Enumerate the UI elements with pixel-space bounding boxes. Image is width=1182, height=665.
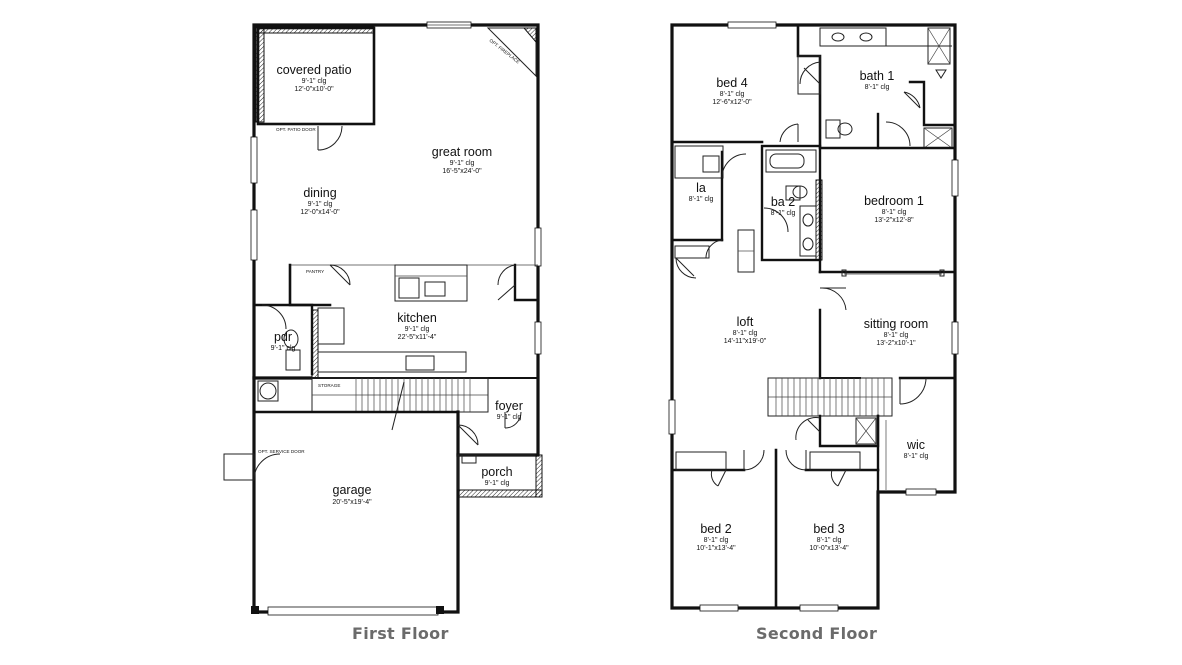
svg-text:porch: porch (481, 465, 512, 479)
svg-text:8'-1" clg: 8'-1" clg (720, 91, 745, 98)
svg-text:12'-6"x12'-0": 12'-6"x12'-0" (712, 99, 752, 106)
svg-text:9'-1" clg: 9'-1" clg (485, 480, 510, 487)
svg-text:8'-1" clg: 8'-1" clg (884, 332, 909, 339)
svg-text:8'-1" clg: 8'-1" clg (689, 196, 714, 203)
svg-text:dining: dining (303, 186, 336, 200)
room-bath-1: bath 1 8'-1" clg (860, 69, 895, 91)
opt-service-door-tag: OPT. SERVICE DOOR (258, 449, 305, 454)
svg-text:10'-1"x13'-4": 10'-1"x13'-4" (696, 545, 736, 552)
room-porch: porch 9'-1" clg (481, 465, 512, 487)
svg-text:10'-0"x13'-4": 10'-0"x13'-4" (809, 545, 849, 552)
first-floor-caption: First Floor (352, 624, 449, 643)
room-garage: garage 20'-5"x19'-4" (332, 483, 372, 506)
svg-text:loft: loft (737, 315, 754, 329)
room-la: la 8'-1" clg (689, 181, 714, 203)
svg-text:12'-0"x10'-0": 12'-0"x10'-0" (294, 86, 334, 93)
svg-text:bedroom 1: bedroom 1 (864, 194, 924, 208)
svg-text:8'-1" clg: 8'-1" clg (771, 210, 796, 217)
svg-text:9'-1" clg: 9'-1" clg (405, 326, 430, 333)
svg-text:bed 3: bed 3 (813, 522, 844, 536)
svg-text:20'-5"x19'-4": 20'-5"x19'-4" (332, 499, 372, 506)
second-floor-plan: bed 4 8'-1" clg 12'-6"x12'-0" bath 1 8'-… (668, 21, 959, 612)
first-floor-plan: OPT. FIREPLACE OPT. PATIO DOOR PANTRY (223, 21, 543, 616)
first-floor-exterior-wall (252, 23, 540, 614)
svg-text:9'-1" clg: 9'-1" clg (308, 201, 333, 208)
pantry-tag: PANTRY (306, 269, 324, 274)
svg-text:9'-1" clg: 9'-1" clg (302, 78, 327, 85)
svg-text:ba 2: ba 2 (771, 195, 795, 209)
svg-text:sitting room: sitting room (864, 317, 929, 331)
svg-text:9'-1" clg: 9'-1" clg (450, 160, 475, 167)
svg-text:great room: great room (432, 145, 492, 159)
svg-text:garage: garage (333, 483, 372, 497)
svg-text:8'-1" clg: 8'-1" clg (904, 453, 929, 460)
svg-text:8'-1" clg: 8'-1" clg (817, 537, 842, 544)
room-kitchen: kitchen 9'-1" clg 22'-5"x11'-4" (397, 311, 437, 341)
room-bed-4: bed 4 8'-1" clg 12'-6"x12'-0" (712, 76, 752, 106)
second-floor-caption: Second Floor (756, 624, 878, 643)
svg-text:bed 4: bed 4 (716, 76, 747, 90)
room-ba-2: ba 2 8'-1" clg (771, 195, 796, 217)
svg-text:12'-0"x14'-0": 12'-0"x14'-0" (300, 209, 340, 216)
svg-text:pdr: pdr (274, 330, 292, 344)
opt-patio-door-tag: OPT. PATIO DOOR (276, 127, 316, 132)
svg-text:bed 2: bed 2 (700, 522, 731, 536)
svg-text:wic: wic (906, 438, 925, 452)
svg-text:foyer: foyer (495, 399, 523, 413)
room-foyer: foyer 9'-1" clg (495, 399, 523, 421)
svg-text:13'-2"x12'-8": 13'-2"x12'-8" (874, 217, 914, 224)
svg-text:8'-1" clg: 8'-1" clg (704, 537, 729, 544)
svg-text:9'-1" clg: 9'-1" clg (271, 345, 296, 352)
svg-text:8'-1" clg: 8'-1" clg (882, 209, 907, 216)
svg-text:16'-5"x24'-0": 16'-5"x24'-0" (442, 168, 482, 175)
room-covered-patio: covered patio 9'-1" clg 12'-0"x10'-0" (276, 63, 351, 93)
room-pdr: pdr 9'-1" clg (271, 330, 296, 352)
storage-tag: STORAGE (318, 383, 340, 388)
svg-text:bath 1: bath 1 (860, 69, 895, 83)
room-great-room: great room 9'-1" clg 16'-5"x24'-0" (432, 145, 492, 175)
room-bed-2: bed 2 8'-1" clg 10'-1"x13'-4" (696, 522, 736, 552)
room-bed-3: bed 3 8'-1" clg 10'-0"x13'-4" (809, 522, 849, 552)
room-dining: dining 9'-1" clg 12'-0"x14'-0" (300, 186, 340, 216)
opt-fireplace-tag: OPT. FIREPLACE (488, 38, 520, 65)
svg-text:8'-1" clg: 8'-1" clg (865, 84, 890, 91)
svg-text:22'-5"x11'-4": 22'-5"x11'-4" (398, 334, 437, 341)
svg-text:covered patio: covered patio (276, 63, 351, 77)
svg-text:9'-1" clg: 9'-1" clg (497, 414, 522, 421)
svg-text:14'-11"x19'-0": 14'-11"x19'-0" (724, 338, 767, 345)
svg-text:8'-1" clg: 8'-1" clg (733, 330, 758, 337)
room-wic: wic 8'-1" clg (904, 438, 929, 460)
room-sitting-room: sitting room 8'-1" clg 13'-2"x10'-1" (864, 317, 929, 347)
svg-text:la: la (696, 181, 706, 195)
room-loft: loft 8'-1" clg 14'-11"x19'-0" (724, 315, 767, 345)
svg-text:13'-2"x10'-1": 13'-2"x10'-1" (876, 340, 916, 347)
room-bedroom-1: bedroom 1 8'-1" clg 13'-2"x12'-8" (864, 194, 924, 224)
svg-text:kitchen: kitchen (397, 311, 437, 325)
